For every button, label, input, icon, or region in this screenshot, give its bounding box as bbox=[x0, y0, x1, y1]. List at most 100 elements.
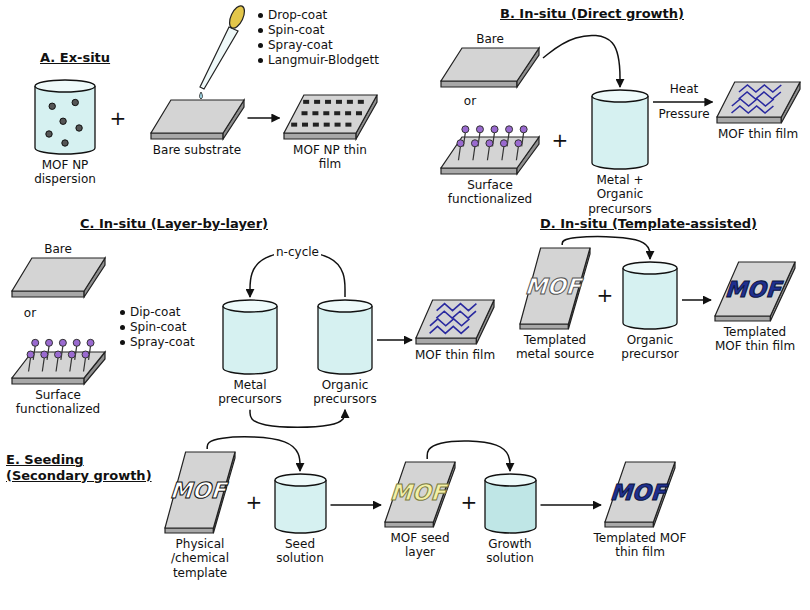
mof-thin-film: MOF thin film bbox=[713, 82, 803, 141]
mof-nanoparticle bbox=[302, 123, 308, 127]
item-caption: Bare bbox=[440, 32, 540, 46]
shape-area bbox=[33, 80, 97, 155]
beaker-body bbox=[592, 96, 648, 169]
method-bullet: Dip-coat bbox=[120, 305, 181, 319]
templated-substrate: MOFTemplated MOF thin film bbox=[590, 462, 690, 560]
item-caption: Metal precursors bbox=[210, 378, 290, 407]
mof-crystal bbox=[436, 311, 476, 318]
mof-nanoparticle bbox=[334, 111, 340, 115]
bullet-dot bbox=[258, 13, 263, 18]
shape-outline bbox=[273, 474, 328, 534]
plate-top bbox=[12, 258, 105, 291]
item-caption: Seed solution bbox=[260, 537, 340, 566]
plate-front bbox=[605, 522, 653, 527]
item-caption: Physical /chemical template bbox=[150, 537, 250, 580]
ligand-head bbox=[59, 339, 66, 346]
item-caption: Growth solution bbox=[470, 537, 550, 566]
shape-outline bbox=[483, 474, 538, 534]
substrate-plate: Bare bbox=[11, 242, 106, 298]
shape-area bbox=[273, 474, 328, 534]
mof-crystal bbox=[738, 92, 780, 99]
bullet-dot bbox=[120, 310, 125, 315]
label-text: Heat bbox=[670, 82, 698, 96]
mof-crystal bbox=[437, 304, 477, 311]
plate-top bbox=[12, 352, 105, 378]
arrow-label: n-cycle bbox=[274, 245, 321, 259]
shape-area bbox=[221, 300, 279, 375]
ligand-head bbox=[73, 339, 80, 346]
templated-substrate: MOFTemplated metal source bbox=[505, 248, 605, 362]
precursor-beaker: Organic precursor bbox=[612, 262, 688, 362]
plate-front bbox=[441, 81, 517, 87]
mof-nanoparticle bbox=[323, 123, 329, 127]
item-caption: Templated MOF thin film bbox=[710, 325, 800, 354]
template-lettering: MOF bbox=[723, 277, 787, 302]
plate-top bbox=[284, 95, 377, 133]
method-bullet: Spray-coat bbox=[120, 335, 195, 349]
shape-outline bbox=[283, 95, 378, 140]
plate-top bbox=[520, 248, 590, 324]
ligand-head bbox=[462, 126, 469, 133]
mof-crystal bbox=[731, 106, 773, 113]
beaker-body bbox=[35, 86, 95, 154]
shape-outline bbox=[415, 300, 495, 345]
precursor-beaker: Metal + Organic precursors bbox=[575, 90, 665, 216]
method-bullet: Drop-coat bbox=[258, 8, 327, 22]
substrate-plate: Bare substrate bbox=[150, 100, 245, 157]
mof-nanoparticle bbox=[314, 100, 320, 104]
ligand-head bbox=[471, 140, 478, 147]
beaker-body bbox=[485, 480, 536, 533]
ligand-head bbox=[520, 126, 527, 133]
mof-nanoparticle bbox=[346, 100, 352, 104]
shape-area bbox=[283, 95, 378, 140]
ligand-head bbox=[515, 140, 522, 147]
plate-front bbox=[284, 133, 356, 139]
plate-front bbox=[441, 168, 517, 174]
mof-crystal bbox=[738, 85, 780, 92]
label-text: or bbox=[24, 306, 36, 320]
note-label: Heat bbox=[670, 82, 698, 96]
precursor-beaker: MOF NP dispersion bbox=[20, 80, 110, 187]
plate-top bbox=[717, 82, 800, 117]
label-text: + bbox=[110, 106, 127, 130]
shape-outline bbox=[440, 115, 540, 175]
process-arrow bbox=[248, 117, 280, 119]
mof-nanoparticle bbox=[335, 100, 341, 104]
mof-nanoparticle bbox=[291, 123, 297, 127]
label-text: + bbox=[461, 490, 478, 514]
label-text: E. Seeding (Secondary growth) bbox=[6, 452, 152, 483]
item-caption: Templated MOF thin film bbox=[590, 531, 690, 560]
shape-area bbox=[590, 90, 650, 170]
item-caption: Surface functionalized bbox=[8, 388, 108, 417]
drop bbox=[200, 92, 203, 99]
bullet-dot bbox=[120, 325, 125, 330]
process-arrow bbox=[543, 35, 620, 87]
shape-area: MOF bbox=[384, 462, 456, 528]
beaker-rim bbox=[35, 80, 95, 92]
shape-outline bbox=[621, 262, 679, 330]
shape-outline bbox=[316, 300, 374, 375]
label-text: B. In-situ (Direct growth) bbox=[500, 6, 684, 21]
label-text: A. Ex-situ bbox=[40, 50, 110, 65]
process-arrow bbox=[682, 299, 711, 301]
item-caption: MOF NP dispersion bbox=[20, 158, 110, 187]
label-text: Dip-coat bbox=[130, 305, 181, 319]
label-text: Spray-coat bbox=[268, 38, 333, 52]
label-text: Langmuir-Blodgett bbox=[268, 53, 379, 67]
mof-nanoparticle bbox=[325, 100, 331, 104]
label-text: + bbox=[246, 490, 263, 514]
mof-thin-film: MOF thin film bbox=[410, 300, 500, 362]
shape-area bbox=[415, 300, 495, 345]
plate-top bbox=[416, 300, 494, 338]
shape-outline bbox=[716, 82, 801, 124]
plate-top bbox=[441, 48, 539, 81]
panel-title: C. In-situ (Layer-by-layer) bbox=[80, 216, 268, 232]
ligand-head bbox=[506, 126, 513, 133]
dropper-bulb bbox=[226, 4, 247, 31]
label-text: Spray-coat bbox=[130, 335, 195, 349]
nanoparticle bbox=[49, 103, 55, 109]
label-text: + bbox=[597, 283, 614, 307]
ligand-stem bbox=[487, 146, 489, 160]
shape-outline bbox=[11, 258, 106, 298]
plate-front bbox=[385, 522, 433, 527]
